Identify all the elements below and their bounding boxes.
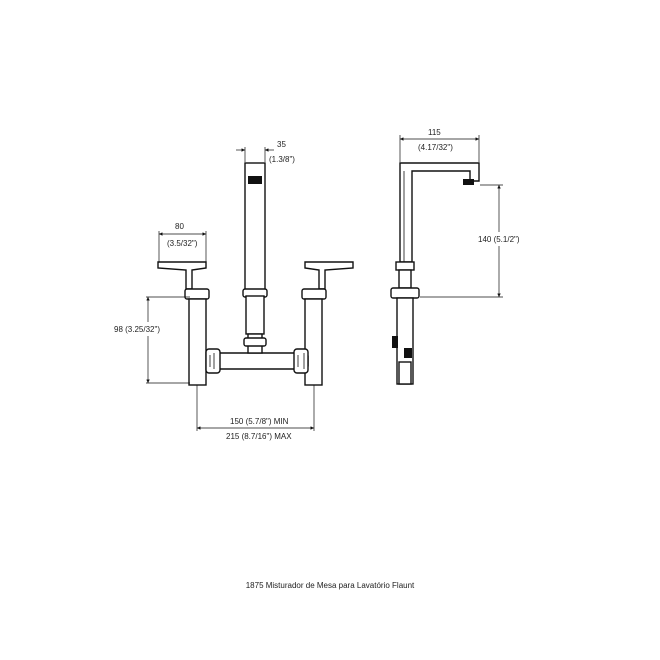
dimension-spread: 150 (5.7/8") MIN 215 (8.7/16") MAX — [196, 385, 315, 441]
dimension-spout-height: 140 (5.1/2") — [420, 184, 528, 298]
dimension-reach: 115 (4.17/32") — [399, 128, 480, 162]
dimension-spout-width: 35 (1.3/8") — [236, 140, 295, 164]
dim-label-reach: 115 — [428, 128, 441, 137]
drawing-caption: 1875 Misturador de Mesa para Lavatório F… — [245, 581, 415, 590]
front-view: 35 (1.3/8") 80 (3.5/32") 98 (3.25/32") 1… — [112, 140, 354, 441]
left-handle-assembly — [157, 261, 210, 386]
dim-label-spread-max: 215 (8.7/16") MAX — [226, 432, 292, 441]
right-handle-assembly — [301, 261, 354, 386]
dim-label-reach-inch: (4.17/32") — [418, 143, 453, 152]
spout — [242, 162, 268, 335]
dim-label-spout-width-inch: (1.3/8") — [269, 155, 295, 164]
dim-label-spout-height: 140 (5.1/2") — [478, 235, 520, 244]
dim-label-body-height: 98 (3.25/32") — [114, 325, 160, 334]
dim-label-spout-width: 35 — [277, 140, 286, 149]
dim-label-handle-width-inch: (3.5/32") — [167, 239, 198, 248]
dim-label-handle-width: 80 — [175, 222, 184, 231]
dimension-body-height: 98 (3.25/32") — [112, 296, 190, 384]
dimension-handle-width: 80 (3.5/32") — [158, 222, 207, 262]
connector-assembly — [205, 333, 309, 374]
side-view: 115 (4.17/32") 140 (5.1/2") — [390, 128, 528, 385]
side-body — [390, 261, 420, 385]
side-spout — [399, 162, 480, 263]
dim-label-spread-min: 150 (5.7/8") MIN — [230, 417, 289, 426]
